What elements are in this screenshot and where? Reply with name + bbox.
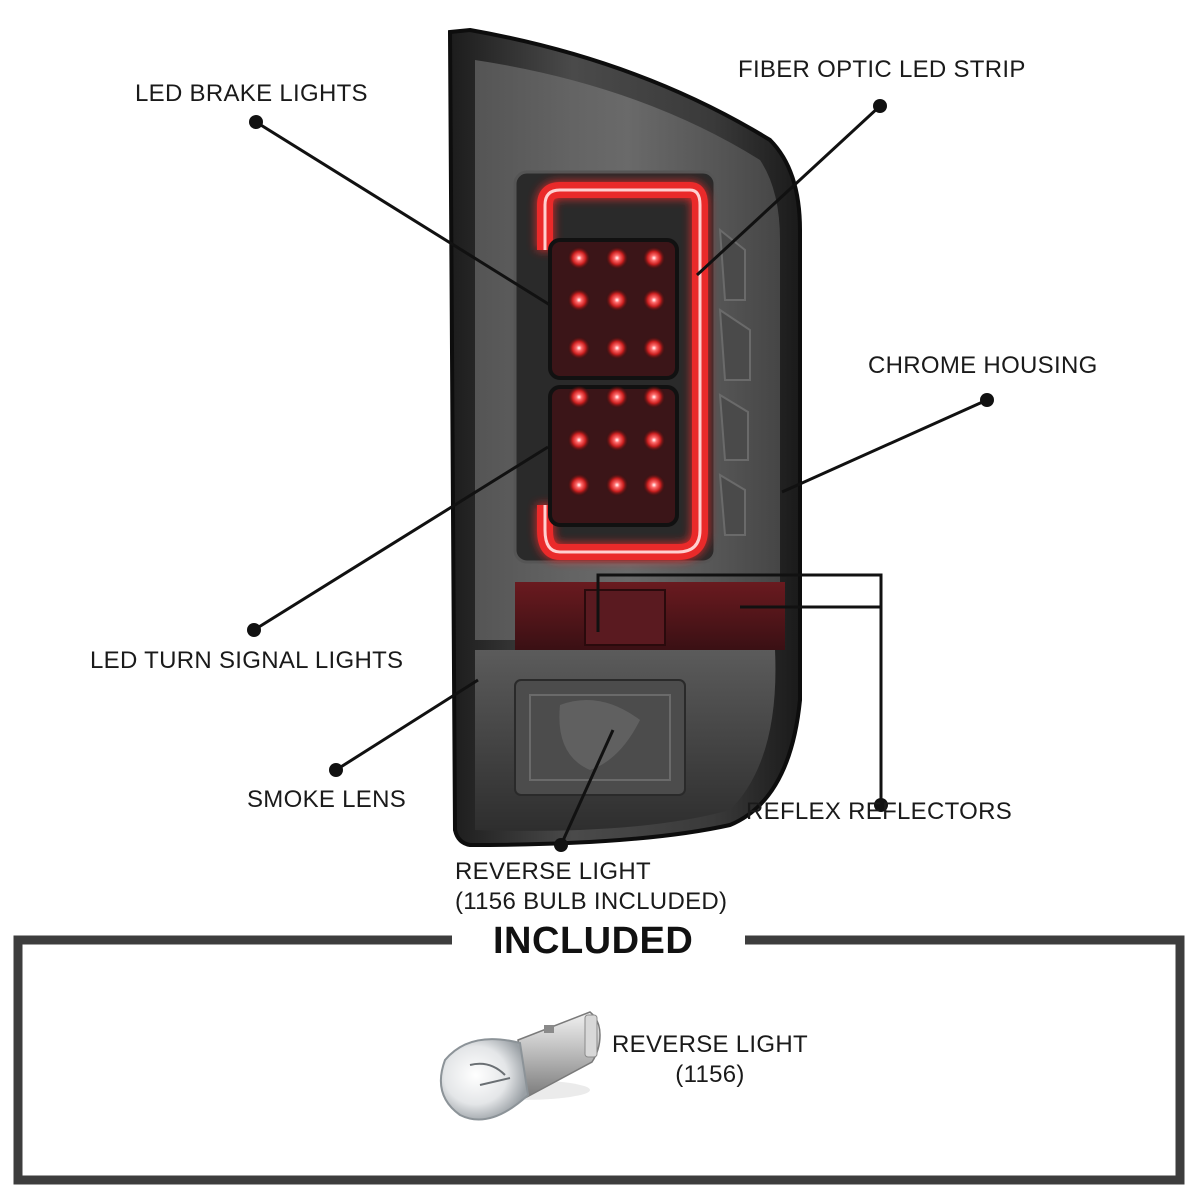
- label-reflex-reflectors: REFLEX REFLECTORS: [746, 798, 1013, 825]
- included-item-label: REVERSE LIGHT: [612, 1031, 808, 1058]
- label-chrome-housing: CHROME HOUSING: [868, 352, 1098, 379]
- label-reverse-light-bulb-included: (1156 BULB INCLUDED): [455, 888, 728, 915]
- turn-signal-box: [548, 385, 679, 527]
- led-array: [568, 247, 665, 496]
- housing-steps: [718, 227, 751, 536]
- turn-signal-leader: [253, 445, 549, 632]
- included-item-sublabel: (1156): [675, 1061, 745, 1088]
- callout-dots: [247, 99, 994, 852]
- brake-lights-leader: [255, 120, 551, 307]
- label-led-turn-signal-lights: LED TURN SIGNAL LIGHTS: [90, 647, 404, 674]
- reflex-reflectors-leader: [596, 573, 883, 805]
- included-heading: INCLUDED: [493, 920, 694, 962]
- fiber-optic-leader: [695, 104, 882, 277]
- label-led-brake-lights: LED BRAKE LIGHTS: [135, 80, 368, 107]
- smoke-lens-leader: [335, 678, 479, 772]
- reverse-light-leader: [559, 729, 615, 846]
- tail-light-illustration: [447, 27, 802, 848]
- bulb-1156-illustration: [439, 1011, 601, 1121]
- label-reverse-light: REVERSE LIGHT: [455, 858, 651, 885]
- included-frame: [13, 935, 1185, 1185]
- label-smoke-lens: SMOKE LENS: [247, 786, 407, 813]
- label-fiber-optic-led-strip: FIBER OPTIC LED STRIP: [738, 56, 1026, 83]
- chrome-housing-leader: [781, 398, 988, 494]
- callout-lines: [253, 104, 988, 846]
